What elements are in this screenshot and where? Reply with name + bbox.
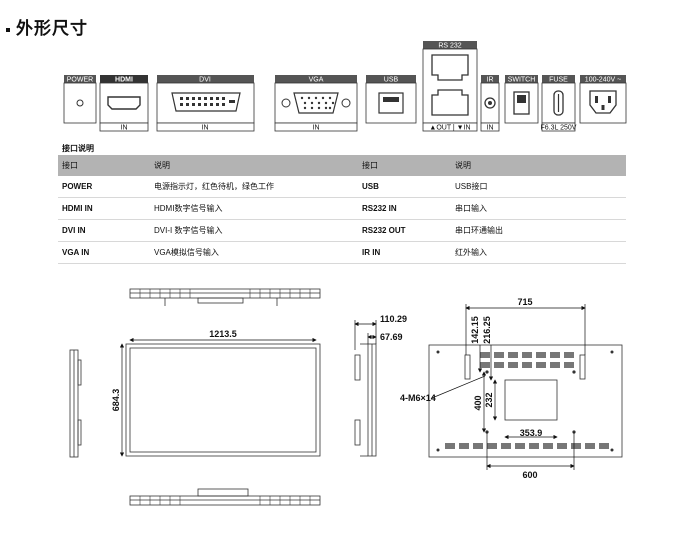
cell-port: USB [358, 176, 451, 198]
dvi-connector-icon [171, 92, 241, 112]
ir-jack-icon [484, 97, 496, 109]
right-side-view [354, 343, 377, 457]
usb-connector-icon [378, 92, 404, 114]
ac-socket-icon [589, 90, 617, 114]
dim-depth-max: 110.29 [380, 314, 407, 324]
switch-label: SWITCH [508, 77, 536, 84]
dim-mount-width: 715 [517, 297, 532, 307]
table-row: VGA IN VGA模拟信号输入 IR IN 红外输入 [58, 241, 626, 264]
usb-label: USB [384, 77, 399, 84]
dim-inner-horizontal: 353.9 [520, 428, 543, 438]
interface-table: 接口说明 接口 说明 接口 说明 POWER 电源指示灯，红色待机，绿色工作 U… [58, 141, 626, 264]
rocker-switch-icon [513, 91, 530, 115]
power-led-icon [76, 99, 84, 107]
hdmi-port: HDMI IN [99, 75, 149, 132]
dim-depth-min: 67.69 [380, 332, 403, 342]
dim-width: 1213.5 [209, 329, 237, 339]
rear-view [428, 344, 623, 458]
bullet-icon [6, 27, 10, 32]
title-text: 外形尺寸 [16, 19, 88, 38]
table-caption: 接口说明 [62, 143, 94, 153]
ir-label: IR [487, 77, 494, 84]
bottom-view [129, 488, 321, 506]
ac-label: 100-240V ~ [585, 77, 621, 84]
dvi-port: DVI IN [156, 75, 255, 132]
table-row: HDMI IN HDMI数字信号输入 RS232 IN 串口输入 [58, 197, 626, 220]
switch-port: SWITCH [504, 75, 539, 124]
power-label: POWER [67, 77, 93, 84]
hdmi-in-label: IN [121, 125, 128, 132]
header-port: 接口 [58, 155, 150, 176]
top-view [129, 288, 321, 306]
rs232-port: RS 232 ▲OUT | ▼IN [422, 41, 478, 132]
ir-port: IR IN [480, 75, 500, 132]
vga-connector-icon [293, 92, 339, 114]
cell-port: HDMI IN [58, 197, 150, 220]
dim-offset-a: 142.15 [470, 316, 480, 344]
cell-desc: 串口输入 [451, 197, 626, 220]
cell-port: RS232 OUT [358, 219, 451, 242]
dim-height: 684.3 [111, 389, 121, 412]
power-port: POWER [63, 75, 97, 124]
page-title: 外形尺寸 [6, 14, 88, 39]
fuse-label: FUSE [549, 77, 568, 84]
vga-label: VGA [309, 77, 324, 84]
hdmi-label: HDMI [115, 77, 133, 84]
hdmi-connector-icon [107, 96, 141, 110]
ir-in-label: IN [487, 125, 494, 132]
header-desc-2: 说明 [451, 155, 626, 176]
cell-port: RS232 IN [358, 197, 451, 220]
header-port-2: 接口 [358, 155, 451, 176]
front-view [125, 343, 321, 457]
cell-port: DVI IN [58, 219, 150, 242]
fuse-port: FUSE F6.3L 250V [541, 75, 577, 132]
cell-desc: 串口环通输出 [451, 219, 626, 242]
fuse-rating-label: F6.3L 250V [541, 125, 577, 132]
cell-port: IR IN [358, 241, 451, 264]
dim-offset-b: 216.25 [482, 316, 492, 344]
dim-vesa-vertical: 400 [473, 395, 483, 410]
cell-desc: 电源指示灯，红色待机，绿色工作 [150, 176, 358, 198]
dim-inner-vertical: 232 [484, 392, 494, 407]
rs232-in-connector-icon [431, 89, 469, 116]
rs232-out-connector-icon [431, 54, 469, 81]
dim-screw: 4-M6×14 [400, 393, 436, 403]
table-row: POWER 电源指示灯，红色待机，绿色工作 USB USB接口 [58, 176, 626, 198]
cell-desc: 红外输入 [451, 241, 626, 264]
table-caption-row: 接口说明 [58, 141, 626, 155]
cell-desc: DVI-I 数字信号输入 [150, 219, 358, 242]
vga-port: VGA IN [274, 75, 358, 132]
dvi-in-label: IN [202, 125, 209, 132]
port-panel: POWER HDMI IN DVI IN VGA [63, 41, 627, 132]
vga-in-label: IN [313, 125, 320, 132]
rs232-out-in-label: ▲OUT | ▼IN [429, 125, 470, 132]
table-row: DVI IN DVI-I 数字信号输入 RS232 OUT 串口环通输出 [58, 219, 626, 242]
usb-port: USB [365, 75, 417, 124]
cell-port: POWER [58, 176, 150, 198]
cell-port: VGA IN [58, 241, 150, 264]
rs232-label: RS 232 [438, 43, 461, 50]
header-desc: 说明 [150, 155, 358, 176]
fuse-holder-icon [553, 90, 564, 116]
cell-desc: HDMI数字信号输入 [150, 197, 358, 220]
ac-inlet: 100-240V ~ [579, 75, 627, 124]
cell-desc: USB接口 [451, 176, 626, 198]
dim-vesa-horizontal: 600 [522, 470, 537, 480]
table-header-row: 接口 说明 接口 说明 [58, 155, 626, 176]
cell-desc: VGA模拟信号输入 [150, 241, 358, 264]
left-side-view [69, 349, 82, 458]
dvi-label: DVI [199, 77, 211, 84]
